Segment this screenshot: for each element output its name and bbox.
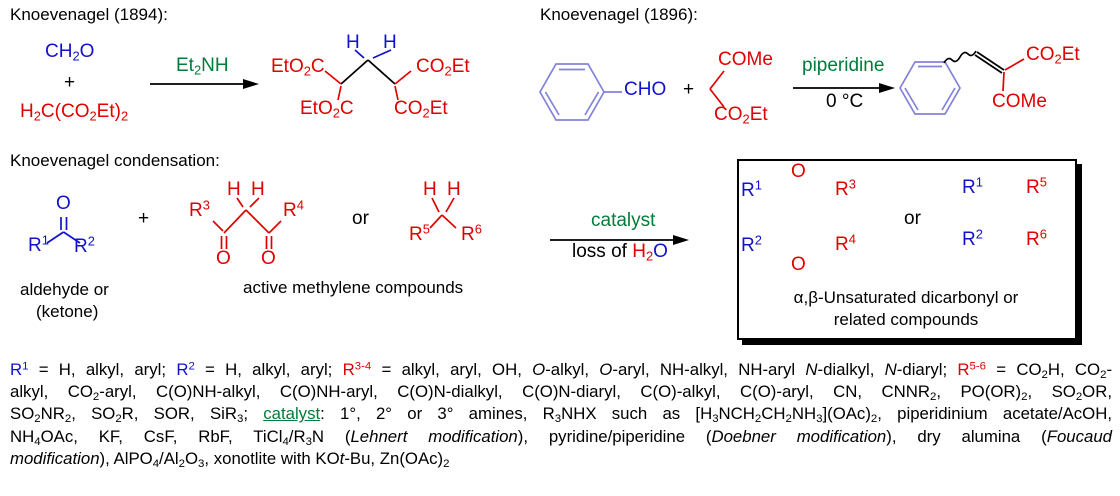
ketone-caption: (ketone) bbox=[36, 302, 99, 321]
ester-group-label: CO2Et bbox=[1026, 44, 1080, 67]
product-1894-bonds bbox=[324, 49, 412, 101]
catalyst-reagent: catalyst bbox=[591, 210, 656, 231]
oxygen-label: O bbox=[791, 254, 806, 275]
dicarbonyl-methylene-bonds bbox=[212, 197, 282, 249]
general-scheme-title: Knoevenagel condensation: bbox=[10, 151, 220, 170]
r1-label: R1 bbox=[741, 177, 762, 201]
ketone-group-label: COMe bbox=[718, 49, 773, 70]
reaction-arrow-1894 bbox=[150, 79, 259, 89]
diethylamine-reagent: Et2NH bbox=[176, 55, 229, 78]
piperidine-reagent: piperidine bbox=[802, 55, 885, 76]
scheme-1894-title: Knoevenagel (1894): bbox=[10, 5, 168, 24]
scheme-1896-title: Knoevenagel (1896): bbox=[540, 5, 698, 24]
oxygen-label: O bbox=[56, 193, 71, 214]
benzaldehyde-ring bbox=[539, 63, 622, 121]
footnote-line: modification), AlPO4/Al2O3, xonotlite wi… bbox=[10, 448, 450, 470]
products-box bbox=[737, 159, 1077, 340]
r1-label: R1 bbox=[28, 232, 49, 256]
r4-label: R4 bbox=[283, 197, 304, 221]
box-caption-line2: related compounds bbox=[833, 310, 979, 329]
loss-of-water-label: loss of H2O bbox=[572, 241, 668, 264]
h-atom-label: H bbox=[251, 179, 265, 200]
ketone-group-label: COMe bbox=[992, 91, 1047, 112]
active-methylene-caption: active methylene compounds bbox=[243, 278, 464, 297]
h-atom-label: H bbox=[423, 179, 437, 200]
formaldehyde-formula: CH2O bbox=[45, 41, 95, 64]
r6-label: R6 bbox=[1026, 226, 1047, 250]
ester-group-label: CO2Et bbox=[416, 56, 470, 79]
footnote-line: alkyl, CO2-aryl, C(O)NH-alkyl, C(O)NH-ar… bbox=[10, 382, 1113, 404]
h-atom-label: H bbox=[383, 32, 397, 53]
h-atom-label: H bbox=[227, 179, 241, 200]
r2-label: R2 bbox=[74, 233, 95, 257]
r4-label: R4 bbox=[835, 231, 856, 255]
ester-group-label: EtO2C bbox=[300, 98, 354, 121]
simple-methylene-bonds bbox=[429, 197, 457, 229]
aldehyde-caption: aldehyde or bbox=[20, 280, 109, 299]
r3-label: R3 bbox=[189, 197, 210, 221]
plus-sign-1894: + bbox=[64, 72, 76, 93]
malonate-formula: H2C(CO2Et)2 bbox=[20, 101, 129, 124]
or-text: or bbox=[352, 208, 369, 229]
h-atom-label: H bbox=[346, 32, 360, 53]
cho-group-label: CHO bbox=[624, 79, 667, 100]
footnote-paragraph: R1 = H, alkyl, aryl; R2 = H, alkyl, aryl… bbox=[10, 359, 1112, 470]
acetoacetate-bonds bbox=[709, 70, 725, 108]
box-caption-line1: α,β-Unsaturated dicarbonyl or bbox=[793, 288, 1019, 307]
temperature-label: 0 °C bbox=[826, 91, 864, 112]
oxygen-label: O bbox=[791, 161, 806, 182]
ester-group-label: EtO2C bbox=[271, 56, 325, 79]
oxygen-label: O bbox=[261, 248, 276, 269]
ester-group-label: CO2Et bbox=[714, 104, 768, 127]
footnote-line: R1 = H, alkyl, aryl; R2 = H, alkyl, aryl… bbox=[10, 360, 1113, 382]
wavy-bond bbox=[943, 50, 977, 64]
r5-label: R5 bbox=[1026, 174, 1047, 198]
or-text: or bbox=[904, 208, 921, 229]
plus-sign-1896: + bbox=[683, 79, 695, 100]
oxygen-label: O bbox=[216, 248, 231, 269]
footnote-line: SO2NR2, SO2R, SOR, SiR3; catalyst: 1°, 2… bbox=[10, 404, 1112, 426]
plus-sign-general: + bbox=[138, 208, 150, 229]
h-atom-label: H bbox=[447, 179, 461, 200]
r3-label: R3 bbox=[835, 176, 856, 200]
footnote-line: NH4OAc, KF, CsF, RbF, TiCl4/R3N (Lehnert… bbox=[10, 426, 1112, 448]
r6-label: R6 bbox=[461, 221, 482, 245]
r5-label: R5 bbox=[409, 221, 430, 245]
r2-label: R2 bbox=[962, 226, 983, 250]
r2-label: R2 bbox=[741, 232, 762, 256]
ester-group-label: CO2Et bbox=[394, 98, 448, 121]
r1-label: R1 bbox=[962, 174, 983, 198]
